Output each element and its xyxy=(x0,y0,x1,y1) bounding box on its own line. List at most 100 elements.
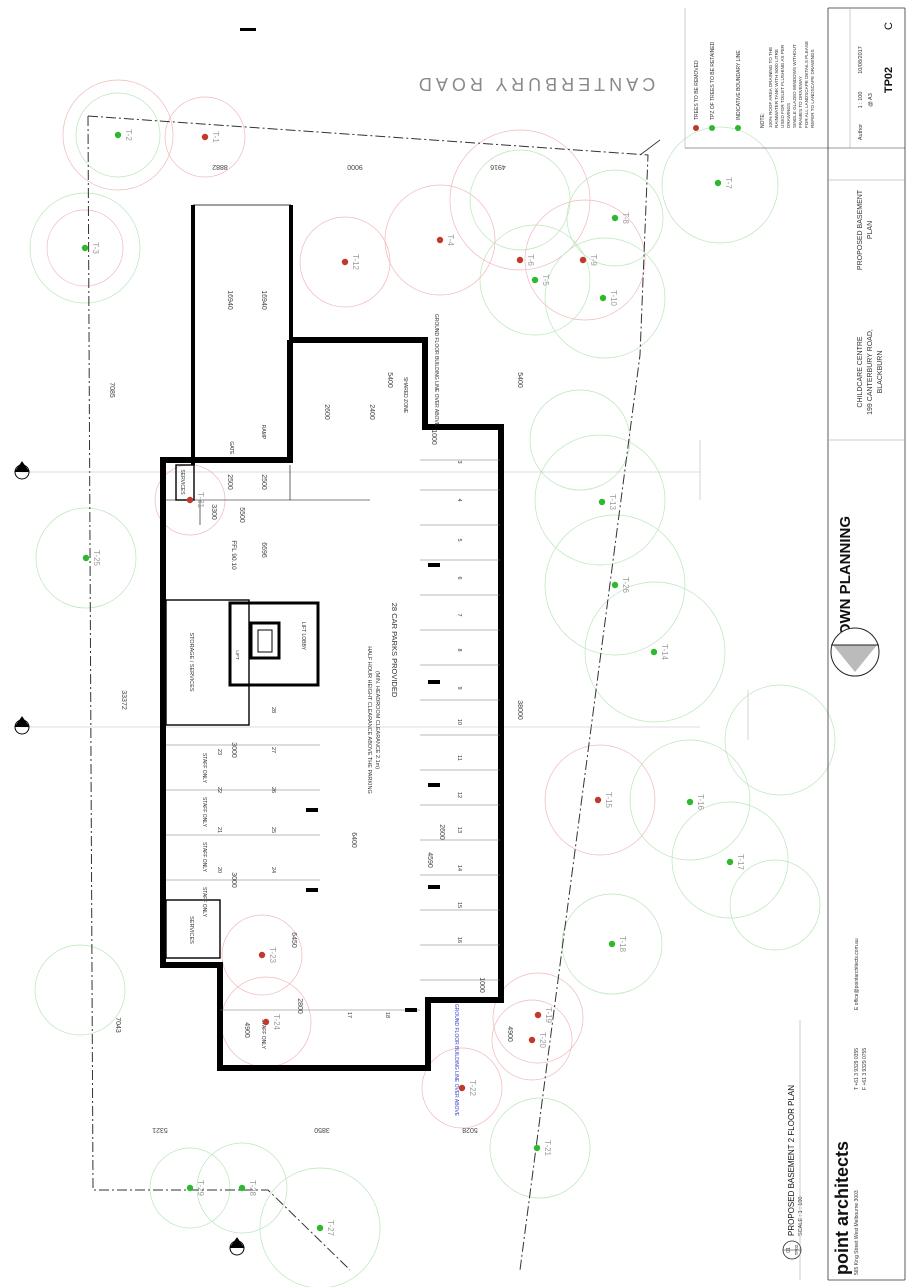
dim-4900-a: 4900 xyxy=(243,1022,250,1038)
bay-number: 27 xyxy=(270,747,276,753)
dim-2400: 2400 xyxy=(368,404,375,420)
tree-label: T-27 xyxy=(326,1220,335,1237)
note-3: USED FOR TOILET FLUSHING AS PER xyxy=(780,44,785,128)
scale-value: 1 : 100 xyxy=(858,92,864,109)
tree-marker xyxy=(238,1184,246,1192)
tree-label: T-24 xyxy=(272,1014,281,1031)
tree-marker xyxy=(341,258,349,266)
tree-marker xyxy=(608,940,616,948)
bay-number: 5 xyxy=(456,538,462,541)
legend-indicative-label: INDICATIVE BOUNDARY LINE xyxy=(736,50,742,120)
tree-label: T-5 xyxy=(541,274,550,286)
dim-4590: 4590 xyxy=(426,852,433,868)
tree-marker xyxy=(726,858,734,866)
road-name: CANTERBURY ROAD xyxy=(415,74,655,94)
tree-marker xyxy=(579,256,587,264)
dim-38000: 38000 xyxy=(516,700,523,720)
staff-label-4: STAFF ONLY xyxy=(201,887,207,918)
tree-label: T-3 xyxy=(91,242,100,254)
dim-2600: 2600 xyxy=(323,404,330,420)
tree-protection-zones xyxy=(29,79,836,1287)
tree-marker xyxy=(516,256,524,264)
tree-marker xyxy=(186,1184,194,1192)
north-arrow-icon xyxy=(830,627,880,677)
title-block: 01 TP02 PROPOSED BASEMENT 2 FLOOR PLAN S… xyxy=(782,938,868,1280)
discipline-title: TOWN PLANNING xyxy=(837,516,854,644)
tree-marker xyxy=(594,796,602,804)
note-2: RAINWATER TANK WITH 5000 LITRE xyxy=(774,49,779,128)
site-boundary xyxy=(87,115,649,1271)
tree-label: T-2 xyxy=(124,129,133,141)
tree-marker xyxy=(316,1224,324,1232)
dim-16940-a: 16940 xyxy=(226,290,233,310)
dim-3000-b: 3000 xyxy=(230,872,237,888)
tree-label: T-4 xyxy=(446,234,455,246)
note-8: REFER TO LANDSCAPE DRAWINGS xyxy=(810,49,815,128)
dim-4916: 4916 xyxy=(490,163,506,170)
dim-7085: 7085 xyxy=(108,382,115,398)
staff-label-5: STAFF ONLY xyxy=(260,1019,266,1050)
bay-number: 3 xyxy=(456,460,462,463)
bay-number: 23 xyxy=(216,749,222,755)
tree-label: T-19 xyxy=(544,1007,553,1024)
dim-8882: 8882 xyxy=(212,163,228,170)
tree-label: T-20 xyxy=(538,1032,547,1049)
tree-marker xyxy=(114,131,122,139)
drawing-ref: 01 xyxy=(786,1247,792,1253)
bay-number: 22 xyxy=(216,787,222,793)
firm-phone: T +61 3 9329 0355 xyxy=(854,1048,860,1090)
tree-label: T-1 xyxy=(211,131,220,143)
ground-floor-above-top: GROUND FLOOR BUILDING LINE OVER ABOVE xyxy=(433,314,439,427)
firm-logo: point architects xyxy=(832,1141,852,1275)
tree-marker xyxy=(686,798,694,806)
clearance-note-2: (MIN. HEADROOM CLEARANCE 2.1m) xyxy=(374,671,380,769)
basement-walls xyxy=(160,204,504,1071)
ramp-label: RAMP xyxy=(260,425,266,440)
column-markers xyxy=(306,563,440,1012)
note-label: NOTE: xyxy=(760,113,766,128)
tree-marker xyxy=(458,1084,466,1092)
bay-number: 20 xyxy=(216,867,222,873)
drawing-title-1: PROPOSED BASEMENT xyxy=(857,189,864,270)
tree-marker xyxy=(201,133,209,141)
tree-marker xyxy=(81,244,89,252)
section-markers xyxy=(14,461,245,1256)
tree-label: T-17 xyxy=(736,854,745,871)
dim-4900-b: 4900 xyxy=(506,1026,513,1042)
bay-number: 28 xyxy=(270,707,276,713)
note-7: FOR ALL LANDSCAPE DETAILS PLEASE xyxy=(804,41,809,128)
tree-label: T-25 xyxy=(92,550,101,567)
author-label: Author xyxy=(858,124,864,140)
parking-bay-lines xyxy=(166,459,500,1011)
legend-retained-label: TPZ OF TREES TO BE RETAINED xyxy=(710,41,716,120)
bay-number: 25 xyxy=(270,827,276,833)
firm-address: 565 King Street West Melbourne 3003 xyxy=(854,1190,860,1275)
storage-label: STORAGE / SERVICES xyxy=(188,632,194,691)
bay-number: 24 xyxy=(270,867,276,873)
bay-number: 13 xyxy=(456,827,462,833)
tree-label: T-8 xyxy=(621,212,630,224)
dim-2500-b: 2500 xyxy=(260,474,267,490)
note-5: SINGLE GLAZED WINDOWS WITHOUT xyxy=(792,44,797,128)
legend-removed-label: TREES TO BE REMOVED xyxy=(694,60,700,120)
dim-2800: 2800 xyxy=(296,998,303,1014)
dim-6696: 6696 xyxy=(260,542,267,558)
dim-6450: 6450 xyxy=(290,932,297,948)
bay-number: 16 xyxy=(456,937,462,943)
date-value: 10/08/2017 xyxy=(858,46,864,74)
shared-zone-label: SHARED ZONE xyxy=(402,377,408,414)
bay-number: 17 xyxy=(346,1012,352,1018)
note-4: DRAWINGS xyxy=(786,103,791,128)
tree-label: T-28 xyxy=(248,1180,257,1197)
dim-7043: 7043 xyxy=(114,1017,121,1033)
tree-marker xyxy=(82,554,90,562)
bay-number: 12 xyxy=(456,792,462,798)
tree-label: T-16 xyxy=(696,794,705,811)
services-bottom-label: SERVICES xyxy=(188,916,194,944)
car-parks-note: 28 CAR PARKS PROVIDED xyxy=(390,603,399,698)
bay-number: 18 xyxy=(384,1012,390,1018)
project-line-1: CHILDCARE CENTRE xyxy=(857,336,864,408)
dim-5028: 5028 xyxy=(462,1126,478,1133)
